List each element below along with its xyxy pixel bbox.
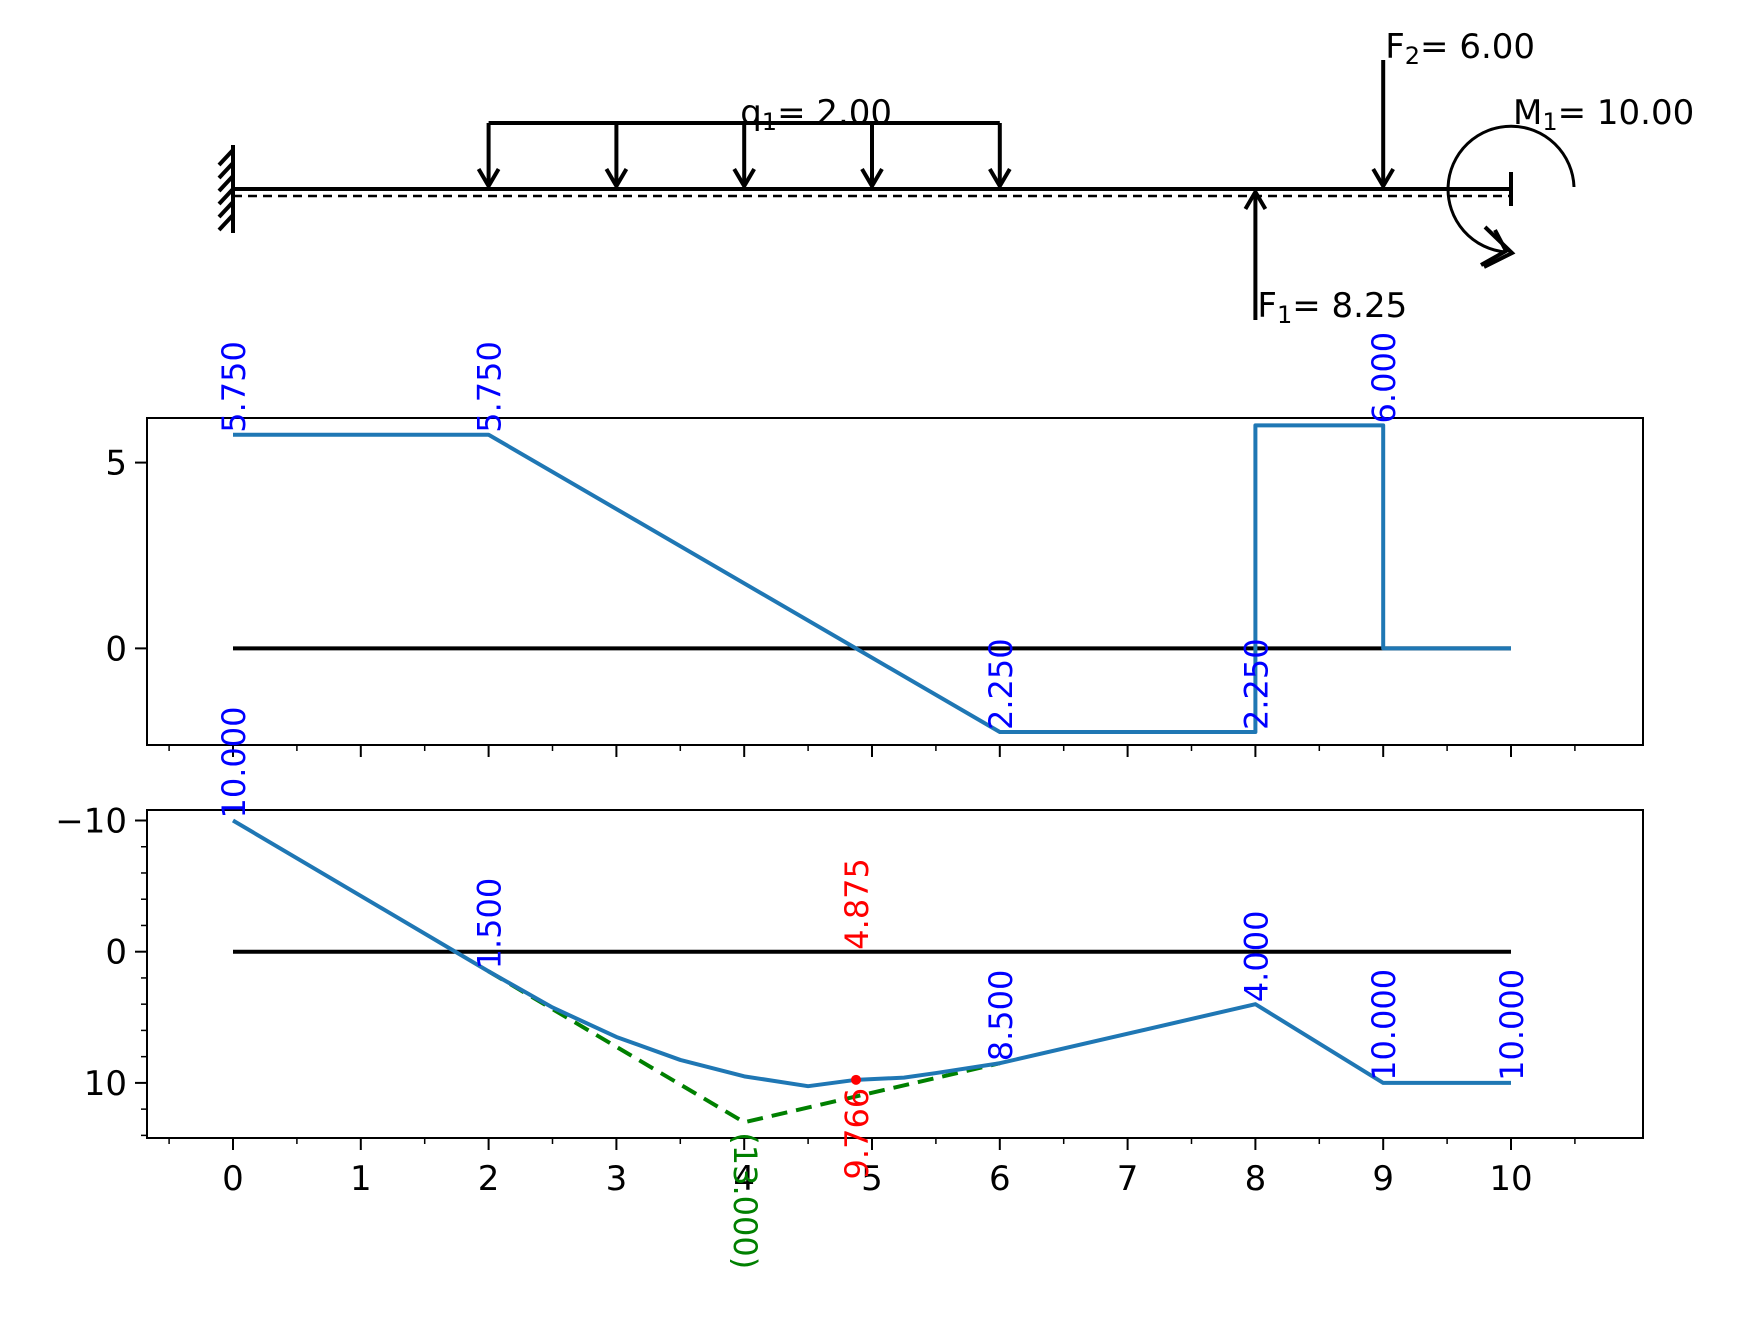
- x-tick-label: 5: [861, 1159, 883, 1199]
- moment-arrow-head: [1480, 229, 1509, 267]
- label-symbol: M: [1513, 93, 1542, 133]
- label-subscript: 1: [762, 108, 777, 136]
- x-tick-label: 4: [733, 1159, 755, 1199]
- label-symbol: q: [740, 93, 762, 133]
- support-hatch: [217, 161, 235, 180]
- x-tick-label: 3: [606, 1159, 628, 1199]
- distributed-load-label: q1= 2.00: [740, 93, 892, 136]
- x-tick-label: 6: [989, 1159, 1011, 1199]
- y-tick-label: 0: [105, 933, 127, 973]
- fixed-support-icon: [217, 145, 235, 233]
- label-value: = 8.25: [1292, 286, 1407, 326]
- x-tick-label: 9: [1372, 1159, 1394, 1199]
- y-tick-label: −10: [55, 801, 127, 841]
- moment-curve: [231, 818, 1511, 1089]
- value-annotation: 6.000: [1365, 332, 1403, 424]
- value-annotation: 10.000: [1365, 969, 1403, 1081]
- applied-moment: M1= 10.00: [1446, 93, 1694, 269]
- force-label: F1= 8.25: [1257, 286, 1407, 329]
- x-tick-label: 8: [1245, 1159, 1267, 1199]
- x-tick-label: 2: [478, 1159, 500, 1199]
- axes-frame: [146, 809, 1644, 1139]
- label-subscript: 1: [1277, 301, 1292, 329]
- moment-label: M1= 10.00: [1513, 93, 1694, 136]
- point-force-1: F1= 8.25: [1243, 188, 1407, 329]
- y-tick-label: 5: [105, 444, 127, 484]
- moment-arc: [1446, 124, 1576, 254]
- arrow-head: [1371, 167, 1395, 190]
- x-tick-label: 0: [222, 1159, 244, 1199]
- label-subscript: 1: [1542, 108, 1557, 136]
- y-tick-label: 0: [105, 629, 127, 669]
- support-hatch: [217, 174, 235, 193]
- arrow-head: [988, 167, 1012, 190]
- value-annotation: (13.000): [726, 1132, 764, 1269]
- label-subscript: 2: [1405, 42, 1420, 70]
- label-symbol: F: [1385, 27, 1405, 67]
- x-tick-label: 10: [1489, 1159, 1532, 1199]
- value-annotation: 2.250: [982, 638, 1020, 730]
- point-force-2: F2= 6.00: [1371, 27, 1535, 190]
- support-hatch: [217, 148, 235, 167]
- distributed-load: q1= 2.00: [476, 93, 1012, 190]
- value-annotation: 4.000: [1237, 911, 1275, 1003]
- label-symbol: F: [1257, 286, 1277, 326]
- bending-moment-chart: 0 1 2 3 4 5 6 7 8 9 10 −10 0 10 10.000 1.500 8.500 4.000 1…: [55, 707, 1644, 1269]
- shear-force-chart: 5 0 5.750 5.750 2.250 2.250 6.000: [105, 332, 1644, 757]
- value-annotation: 2.250: [1237, 638, 1275, 730]
- arrow-head: [604, 167, 629, 190]
- support-hatch: [217, 187, 235, 206]
- arrow-head: [476, 167, 501, 190]
- arrow-head: [860, 167, 884, 190]
- value-annotation: 4.875: [838, 858, 876, 950]
- support-hatch: [217, 213, 235, 232]
- value-annotation: 5.750: [215, 341, 253, 433]
- extreme-point-marker: [851, 1074, 862, 1085]
- value-annotation: 9.766: [838, 1088, 876, 1180]
- arrow-head: [1243, 188, 1268, 211]
- arrow-head: [732, 167, 756, 190]
- y-tick-label: 10: [84, 1064, 127, 1104]
- axes-frame: [146, 417, 1644, 746]
- x-tick-label: 7: [1117, 1159, 1139, 1199]
- value-annotation: 5.750: [471, 341, 509, 433]
- support-hatch: [217, 200, 235, 219]
- value-annotation: 10.000: [1493, 969, 1531, 1081]
- value-annotation: 1.500: [471, 878, 509, 970]
- moment-arrow-head-tip: [1483, 225, 1516, 269]
- label-value: = 2.00: [777, 93, 892, 133]
- tangent-construction-line: [487, 969, 1001, 1125]
- label-value: = 6.00: [1420, 27, 1535, 67]
- label-value: = 10.00: [1558, 93, 1695, 133]
- value-annotation: 10.000: [215, 707, 253, 819]
- force-label: F2= 6.00: [1385, 27, 1535, 70]
- x-tick-label: 1: [350, 1159, 372, 1199]
- shear-curve: [233, 423, 1511, 734]
- value-annotation: 8.500: [982, 970, 1020, 1062]
